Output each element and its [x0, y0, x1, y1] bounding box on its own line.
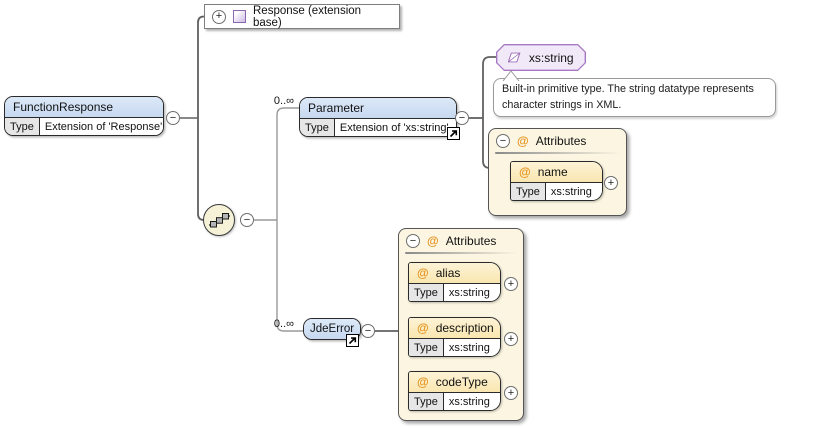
collapse-toggle-sequence[interactable]: −	[240, 213, 254, 227]
at-icon: @	[517, 135, 529, 147]
type-label: Type	[5, 118, 40, 135]
attribute-alias[interactable]: @ alias Type xs:string	[408, 262, 501, 302]
type-row: Type xs:string	[409, 392, 500, 410]
cardinality-jdeerror: 0..∞	[260, 318, 294, 330]
complex-type-icon	[233, 10, 246, 23]
attributes-title: Attributes	[536, 134, 587, 148]
element-title: FunctionResponse	[5, 97, 163, 117]
attributes-title: Attributes	[446, 234, 497, 248]
sequence-icon	[209, 212, 230, 229]
type-value: xs:string	[444, 284, 500, 301]
type-row: Type Extension of 'xs:string'	[300, 118, 456, 136]
type-value: Extension of 'xs:string'	[335, 119, 456, 136]
type-label: Type	[300, 119, 335, 136]
collapse-toggle-jdeerror[interactable]: −	[361, 324, 375, 338]
type-row: Type xs:string	[511, 182, 602, 200]
attribute-codetype[interactable]: @ codeType Type xs:string	[408, 371, 501, 411]
expand-toggle-response[interactable]: +	[212, 10, 226, 24]
simple-type-icon	[508, 50, 521, 65]
expand-toggle-attribute-name[interactable]: +	[604, 176, 618, 190]
type-row: Type Extension of 'Response'	[5, 117, 163, 135]
type-label: Type	[409, 284, 444, 301]
collapse-toggle-function-response[interactable]: −	[166, 111, 180, 125]
attributes-header: − @ Attributes	[399, 229, 523, 251]
extension-base-label: Response (extension base)	[253, 5, 392, 29]
attribute-title: codeType	[436, 375, 488, 389]
attribute-title: description	[436, 321, 494, 335]
collapse-toggle-parameter-attributes[interactable]: −	[496, 134, 510, 148]
type-value: xs:string	[444, 393, 500, 410]
type-label: Type	[409, 339, 444, 356]
at-icon: @	[417, 376, 429, 388]
type-value: xs:string	[546, 183, 602, 200]
documentation-tail	[502, 70, 522, 81]
cardinality-parameter: 0..∞	[260, 95, 294, 107]
expand-toggle-attribute-codetype[interactable]: +	[504, 386, 518, 400]
at-icon: @	[417, 322, 429, 334]
documentation-box: Built-in primitive type. The string data…	[493, 78, 776, 117]
at-icon: @	[519, 166, 531, 178]
at-icon: @	[427, 235, 439, 247]
simple-type-label: xs:string	[529, 51, 574, 65]
at-icon: @	[417, 267, 429, 279]
element-parameter[interactable]: Parameter Type Extension of 'xs:string'	[299, 97, 457, 137]
expand-toggle-attribute-alias[interactable]: +	[504, 277, 518, 291]
type-value: xs:string	[444, 339, 500, 356]
type-row: Type xs:string	[409, 338, 500, 356]
connector-trunk-main	[198, 17, 204, 221]
expand-toggle-attribute-description[interactable]: +	[504, 332, 518, 346]
attribute-name[interactable]: @ name Type xs:string	[510, 161, 603, 201]
jump-to-definition-parameter-icon[interactable]	[447, 127, 460, 140]
sequence-compositor[interactable]	[203, 204, 235, 236]
jump-to-definition-jdeerror-icon[interactable]	[346, 334, 359, 347]
simple-type-xs-string[interactable]: xs:string	[496, 44, 586, 71]
connector-children-trunk	[277, 108, 303, 331]
attribute-title: alias	[436, 266, 461, 280]
type-label: Type	[511, 183, 546, 200]
divider	[495, 152, 620, 154]
attribute-description[interactable]: @ description Type xs:string	[408, 317, 501, 357]
collapse-toggle-parameter[interactable]: −	[455, 111, 469, 125]
divider	[405, 252, 517, 254]
extension-base-box[interactable]: + Response (extension base)	[204, 4, 400, 29]
type-value: Extension of 'Response'	[40, 118, 163, 135]
collapse-toggle-jdeerror-attributes[interactable]: −	[406, 234, 420, 248]
type-label: Type	[409, 393, 444, 410]
element-function-response[interactable]: FunctionResponse Type Extension of 'Resp…	[4, 96, 164, 136]
attribute-title: name	[538, 165, 568, 179]
element-title: Parameter	[300, 98, 456, 118]
type-row: Type xs:string	[409, 283, 500, 301]
attributes-header: − @ Attributes	[489, 129, 626, 151]
